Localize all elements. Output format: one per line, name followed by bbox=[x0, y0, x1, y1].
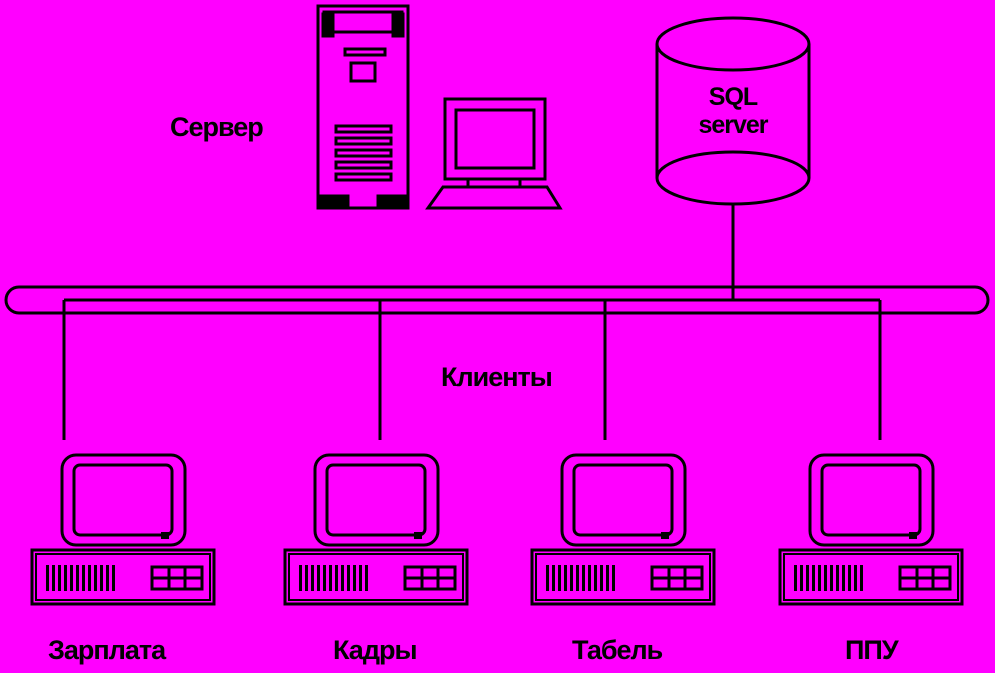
database-label: SQL server bbox=[683, 78, 783, 144]
database-label-line2: server bbox=[698, 111, 768, 139]
database-icon bbox=[655, 16, 811, 206]
client-computer-icon bbox=[30, 453, 216, 606]
server-tower-icon bbox=[316, 4, 410, 210]
server-monitor-icon bbox=[425, 97, 563, 210]
client-computer-icon bbox=[530, 453, 716, 606]
server-label: Сервер bbox=[170, 112, 264, 142]
client-connections bbox=[62, 300, 882, 440]
client-label: Кадры bbox=[333, 635, 418, 665]
database-label-line1: SQL bbox=[708, 83, 758, 111]
client-computer-icon bbox=[283, 453, 469, 606]
client-label: Зарплата bbox=[48, 635, 166, 665]
client-label: ППУ bbox=[845, 635, 899, 665]
network-bus bbox=[4, 204, 990, 315]
client-label: Табель bbox=[572, 635, 663, 665]
client-computer-icon bbox=[778, 453, 964, 606]
clients-label: Клиенты bbox=[441, 362, 553, 392]
